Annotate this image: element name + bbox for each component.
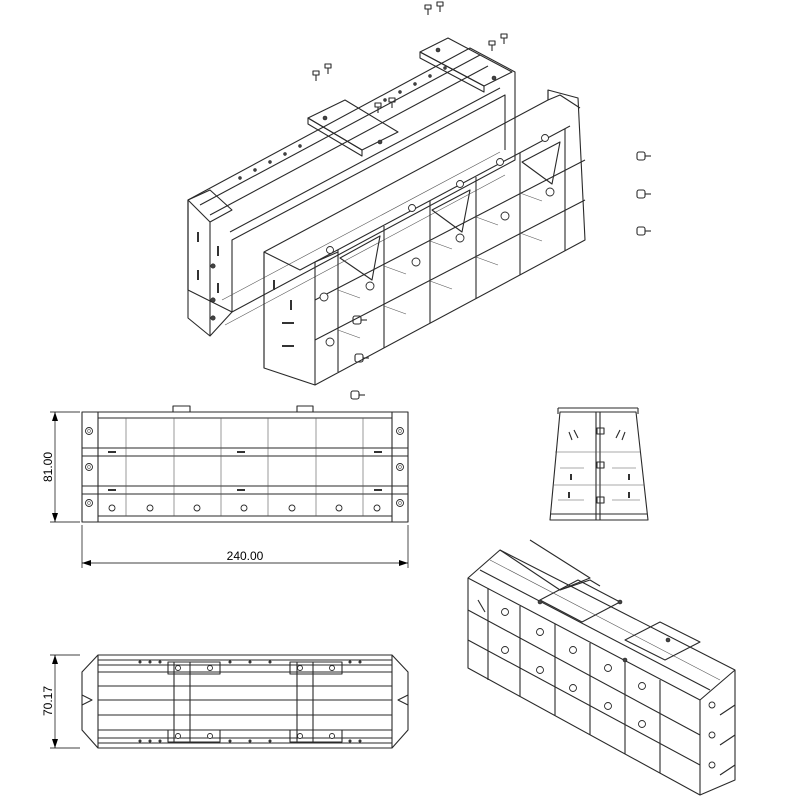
front-grid-frame [263, 89, 586, 386]
height-dimension: 81.00 [41, 411, 80, 523]
rear-channel [187, 37, 516, 337]
height-dimension-label: 81.00 [41, 452, 55, 482]
length-dimension-label: 240.00 [227, 549, 264, 563]
front-view [81, 405, 409, 523]
length-dimension: 240.00 [81, 525, 409, 568]
top-view [81, 654, 409, 749]
mount-bracket-left [307, 99, 399, 151]
loose-screws [312, 1, 651, 400]
exploded-isometric-view [187, 1, 651, 400]
depth-dimension: 70.17 [41, 654, 80, 749]
assembled-isometric-view [467, 539, 736, 796]
side-view [549, 407, 649, 521]
depth-dimension-label: 70.17 [41, 686, 55, 716]
top-view-hole-row [138, 660, 362, 743]
rear-top-holes [238, 66, 447, 180]
